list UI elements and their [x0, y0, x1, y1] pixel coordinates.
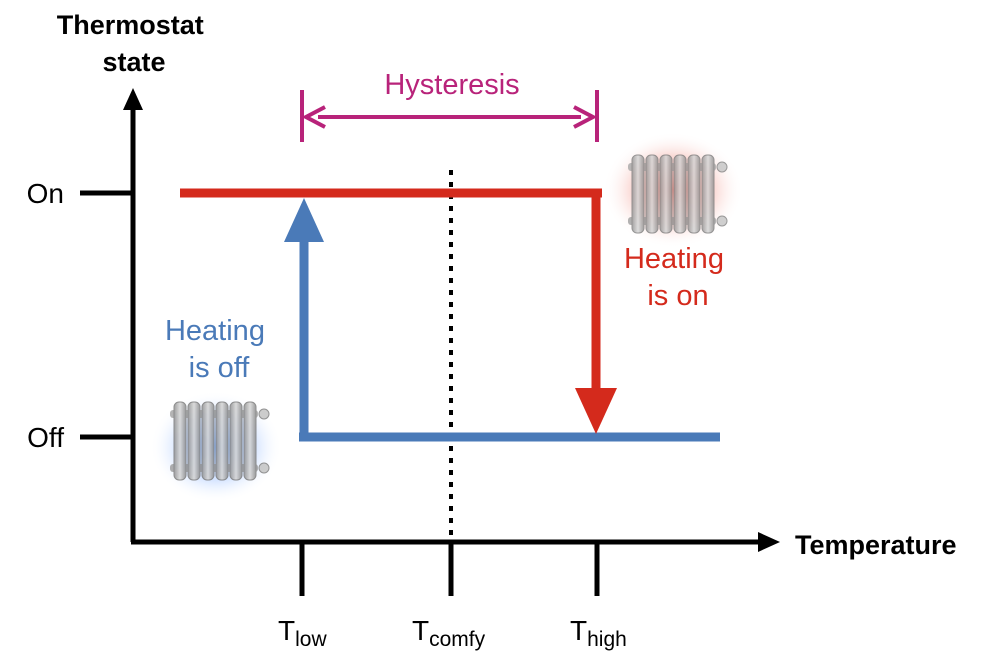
radiator-icon — [169, 401, 270, 481]
y-axis-label: Thermostat state — [57, 10, 212, 77]
heating-on-note: Heating is on — [624, 243, 732, 312]
heating-off-note: Heating is off — [165, 315, 273, 384]
state-off-label: Off — [27, 422, 64, 453]
x-axis-label: Temperature — [795, 530, 957, 560]
t-low-label: Tlow — [278, 615, 327, 651]
radiator-icon — [627, 154, 728, 234]
off-to-on-arrowhead — [284, 198, 324, 242]
t-comfy-label: Tcomfy — [412, 615, 486, 651]
radiator-off — [150, 391, 282, 503]
hysteresis-left-arrowhead — [301, 105, 326, 129]
on-path — [180, 188, 617, 434]
off-path — [284, 198, 720, 442]
hysteresis-bracket — [300, 90, 599, 142]
x-axis-arrowhead — [758, 532, 780, 552]
radiator-on — [603, 132, 743, 248]
red-glow — [603, 132, 743, 248]
state-on-label: On — [27, 178, 64, 209]
y-axis-arrowhead — [123, 88, 143, 110]
hysteresis-right-arrowhead — [573, 105, 598, 129]
axes — [123, 88, 780, 552]
t-high-label: Thigh — [570, 615, 627, 651]
hysteresis-label: Hysteresis — [384, 69, 519, 101]
on-to-off-arrowhead — [575, 388, 617, 434]
